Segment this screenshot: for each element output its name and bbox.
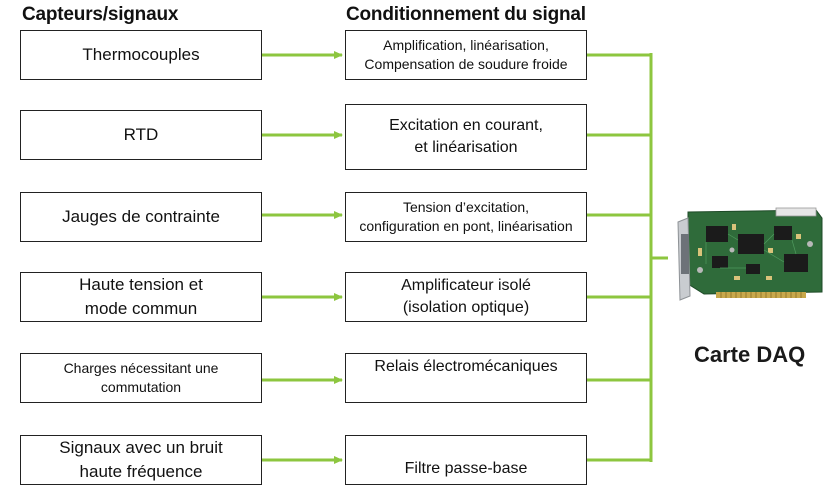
conditioning-label: Filtre passe-base — [404, 460, 528, 478]
sensor-thermocouples: Thermocouples — [20, 30, 262, 80]
conditioning-isolated-amplifier: Amplificateur isolé (isolation optique) — [345, 272, 587, 322]
daq-card-label: Carte DAQ — [694, 342, 806, 367]
sensor-label: RTD — [123, 125, 159, 145]
conditioning-lowpass-filter: Filtre passe-base — [345, 435, 587, 485]
sensor-label: Thermocouples — [82, 45, 200, 65]
sensor-strain-gauges: Jauges de contrainte — [20, 192, 262, 242]
conditioning-relays: Relais électromécaniques — [345, 353, 587, 403]
sensor-label: Haute tension et mode commun — [79, 275, 203, 318]
sensor-high-frequency-noise: Signaux avec un bruit haute fréquence — [20, 435, 262, 485]
daq-card-image — [677, 207, 823, 301]
sensors-header: Capteurs/signaux — [22, 4, 179, 25]
sensor-switching-loads: Charges nécessitant une commutation — [20, 353, 262, 403]
sensor-rtd: RTD — [20, 110, 262, 160]
conditioning-thermocouples: Amplification, linéarisation, Compensati… — [345, 30, 587, 80]
conditioning-rtd: Excitation en courant, et linéarisation — [345, 104, 587, 170]
conditioning-label: Relais électromécaniques — [374, 358, 558, 375]
conditioning-label: Excitation en courant, et linéarisation — [389, 117, 543, 156]
sensor-label: Signaux avec un bruit haute fréquence — [59, 438, 223, 481]
conditioning-label: Amplificateur isolé (isolation optique) — [401, 277, 531, 316]
conditioning-label: Tension d’excitation, configuration en p… — [359, 199, 573, 234]
conditioning-header: Conditionnement du signal — [346, 4, 586, 25]
sensor-label: Charges nécessitant une commutation — [63, 360, 219, 395]
conditioning-label: Amplification, linéarisation, Compensati… — [364, 37, 568, 72]
sensor-label: Jauges de contrainte — [62, 207, 220, 227]
sensor-high-voltage: Haute tension et mode commun — [20, 272, 262, 322]
conditioning-strain-gauges: Tension d’excitation, configuration en p… — [345, 192, 587, 242]
